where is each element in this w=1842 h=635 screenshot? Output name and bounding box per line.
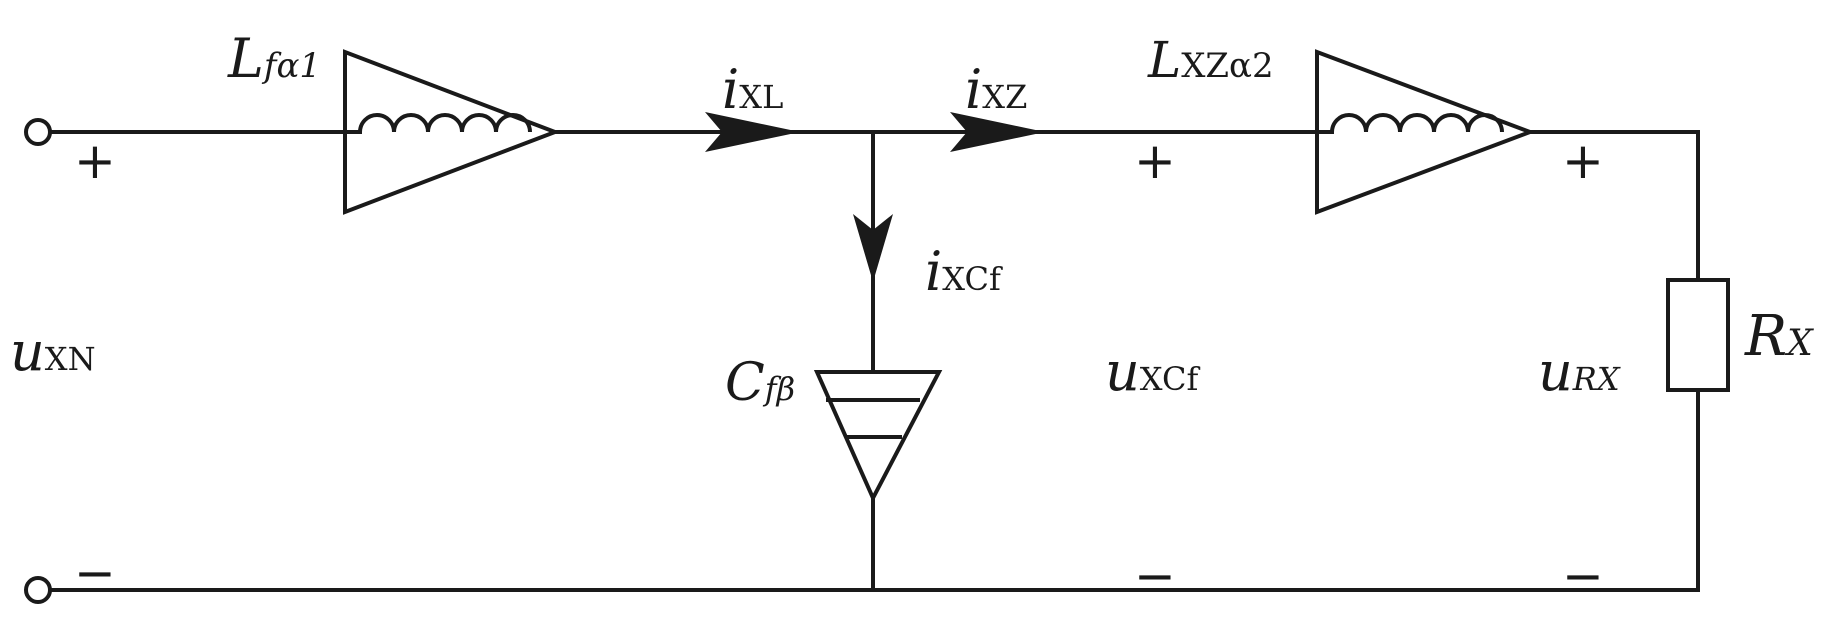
- inductor-2-symbol: [1315, 49, 1536, 215]
- voltage-uxcf-label: uXCf: [1105, 340, 1200, 403]
- capacitor-label: Cfβ: [725, 353, 795, 413]
- voltage-uxn-label: uXN: [10, 320, 96, 383]
- polarity-plus-resistor: +: [1562, 132, 1604, 190]
- inductor-1-label: Lfα1: [227, 27, 321, 90]
- current-ixcf-label: iXCf: [925, 240, 1003, 303]
- current-arrow-ixl: [705, 112, 800, 152]
- current-ixl-label: iXL: [722, 58, 783, 121]
- voltage-urx-label: uRX: [1538, 340, 1621, 403]
- polarity-minus-input: −: [74, 544, 116, 602]
- inductor-2-label: LXZα2: [1147, 31, 1274, 89]
- current-arrow-ixz: [950, 112, 1045, 152]
- polarity-plus-input: +: [74, 132, 116, 190]
- capacitor-symbol: [813, 370, 943, 503]
- polarity-minus-resistor: −: [1562, 547, 1604, 605]
- resistor-symbol: [1666, 278, 1730, 392]
- polarity-minus-capacitor: −: [1134, 547, 1176, 605]
- current-arrow-ixcf: [853, 214, 893, 282]
- input-terminal-bottom: [24, 576, 52, 604]
- input-terminal-top: [24, 118, 52, 146]
- resistor-label: RX: [1744, 304, 1814, 369]
- inductor-1-symbol: [343, 49, 561, 215]
- current-ixz-label: iXZ: [965, 58, 1027, 121]
- polarity-plus-capacitor: +: [1134, 132, 1176, 190]
